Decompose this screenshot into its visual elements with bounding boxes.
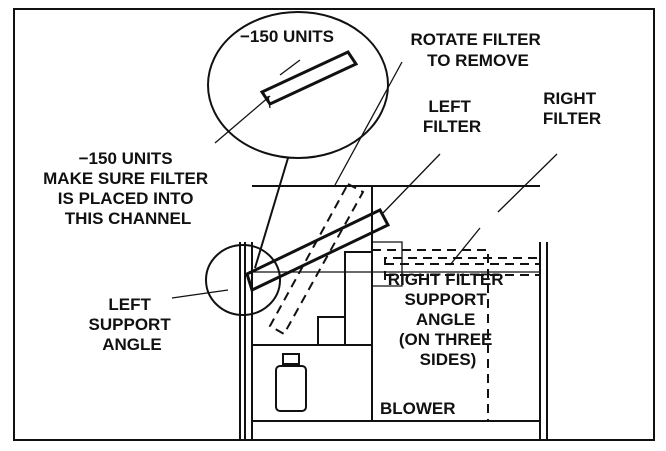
blower-label: BLOWER <box>380 399 456 418</box>
right-support-line-1: RIGHT FILTER <box>388 270 504 289</box>
right-filter-label: RIGHT FILTER <box>543 89 601 128</box>
diagram-frame <box>13 8 655 441</box>
inset-filter-channel <box>259 50 359 106</box>
inset-connector <box>254 157 289 269</box>
note-line-4: THIS CHANNEL <box>65 209 192 228</box>
inset-magnifier-circle <box>207 11 389 159</box>
right-support-line-3: ANGLE <box>416 310 476 329</box>
left-filter-line-1: LEFT <box>428 97 471 116</box>
right-support-line-2: SUPPORT <box>405 290 488 309</box>
rotate-line-2: TO REMOVE <box>427 51 529 70</box>
channel-note-label: −150 UNITS MAKE SURE FILTER IS PLACED IN… <box>43 149 213 228</box>
note-line-3: IS PLACED INTO <box>58 189 194 208</box>
left-filter-label: LEFT FILTER <box>423 97 481 136</box>
right-support-line-4: (ON THREE <box>399 330 493 349</box>
note-line-1: −150 UNITS <box>79 149 173 168</box>
left-filter <box>245 208 391 293</box>
inset-units-label: −150 UNITS <box>240 27 334 46</box>
left-support-label: LEFT SUPPORT ANGLE <box>89 295 176 354</box>
left-support-circle <box>205 244 281 316</box>
rotate-line-1: ROTATE FILTER <box>410 30 540 49</box>
right-support-label: RIGHT FILTER SUPPORT ANGLE (ON THREE SID… <box>388 270 509 369</box>
right-filter-line-2: FILTER <box>543 109 601 128</box>
right-support-line-5: SIDES) <box>420 350 477 369</box>
right-filter-line-1: RIGHT <box>543 89 597 108</box>
left-support-line-2: SUPPORT <box>89 315 172 334</box>
rotate-filter-label: ROTATE FILTER TO REMOVE <box>410 30 545 70</box>
left-support-line-1: LEFT <box>108 295 151 314</box>
left-support-line-3: ANGLE <box>102 335 162 354</box>
right-filter-support-angle <box>384 257 540 280</box>
leader-lines <box>171 59 558 299</box>
cylinder-component <box>275 353 307 412</box>
note-line-2: MAKE SURE FILTER <box>43 169 208 188</box>
left-filter-line-2: FILTER <box>423 117 481 136</box>
